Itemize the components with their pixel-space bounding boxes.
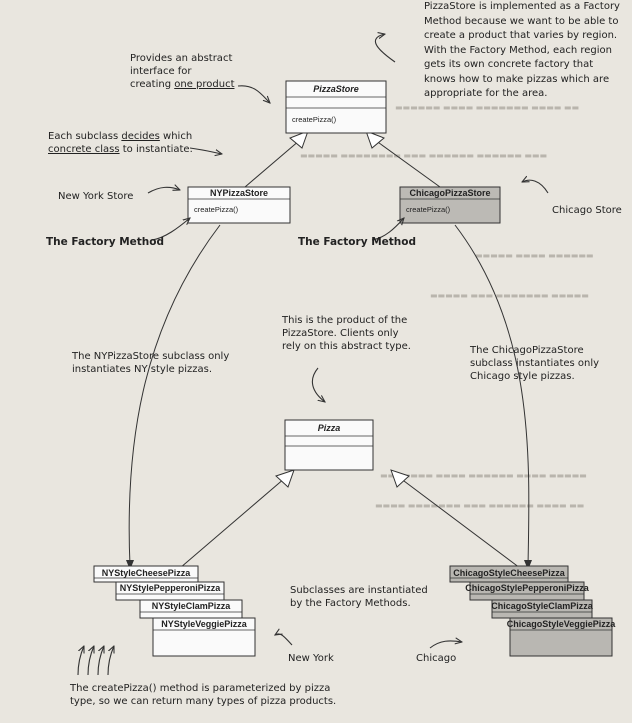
- pointer-arrow: [77, 646, 84, 676]
- background-text: ▬▬▬▬▬ ▬▬▬▬▬▬▬▬ ▬▬▬ ▬▬▬▬▬▬ ▬▬▬▬▬▬ ▬▬▬: [300, 151, 548, 160]
- ny-pizza-stack: NYStyleVeggiePizza NYStyleClamPizza NYSt…: [93, 565, 256, 657]
- inheritance-ny-pizzas: [179, 469, 295, 569]
- note-parameterized: The createPizza() method is parameterize…: [70, 683, 337, 707]
- class-name: NYStyleCheesePizza: [102, 568, 192, 578]
- class-nystyleclampizza[interactable]: NYStyleClamPizza: [139, 599, 243, 619]
- pointer-arrow: [87, 646, 94, 676]
- class-chicagopizzastore[interactable]: ChicagoPizzaStore createPizza(): [399, 186, 501, 224]
- note-ny-subclass: The NYPizzaStore subclass only instantia…: [72, 351, 230, 375]
- class-name: NYStyleClamPizza: [152, 601, 232, 611]
- note-factory-method-explanation: PizzaStore is implemented as a Factory M…: [424, 1, 620, 99]
- label-new-york-store: New York Store: [58, 191, 134, 202]
- pointer-arrow: [147, 187, 180, 194]
- ny-creates-curve: [128, 224, 221, 567]
- background-text: ▬▬▬▬▬ ▬▬▬▬ ▬▬▬▬▬▬: [475, 251, 594, 260]
- class-chicagostylepepperonipizza[interactable]: ChicagoStylePepperoniPizza: [465, 581, 590, 601]
- class-name: NYPizzaStore: [210, 188, 268, 198]
- class-method: createPizza(): [194, 205, 239, 214]
- pointer-arrow: [371, 218, 404, 241]
- pointer-arrow: [429, 641, 462, 649]
- class-nypizzastore[interactable]: NYPizzaStore createPizza(): [187, 186, 291, 224]
- pointer-arrow: [311, 367, 325, 402]
- label-new-york: New York: [288, 653, 334, 664]
- pointer-arrow: [522, 180, 549, 194]
- class-name: PizzaStore: [313, 84, 359, 94]
- class-name: ChicagoStylePepperoniPizza: [465, 583, 590, 593]
- pointer-arrow: [189, 147, 222, 154]
- background-text: ▬▬▬▬ ▬▬▬▬▬▬▬ ▬▬▬ ▬▬▬▬▬▬ ▬▬▬▬ ▬▬: [375, 501, 585, 510]
- chicago-creates-curve: [454, 224, 530, 567]
- class-pizzastore[interactable]: PizzaStore createPizza(): [285, 80, 387, 134]
- inheritance-chicago-store: [365, 130, 441, 188]
- pointer-arrow: [107, 646, 114, 676]
- class-chicagostylecheesepizza[interactable]: ChicagoStyleCheesePizza: [449, 565, 569, 583]
- pointer-arrow: [151, 218, 190, 241]
- class-name: Pizza: [318, 423, 341, 433]
- class-name: ChicagoStyleCheesePizza: [453, 568, 566, 578]
- class-method: createPizza(): [406, 205, 451, 214]
- label-chicago: Chicago: [416, 653, 457, 664]
- chicago-pizza-stack: ChicagoStyleVeggiePizza ChicagoStyleClam…: [449, 565, 617, 657]
- class-chicagostyleclampizza[interactable]: ChicagoStyleClamPizza: [491, 599, 594, 619]
- pointer-arrow: [374, 34, 396, 63]
- note-subclass-decides: Each subclass decides which concrete cla…: [48, 131, 193, 155]
- pointer-arrow: [275, 634, 293, 646]
- note-abstract-interface: Provides an abstract interface for creat…: [130, 53, 235, 90]
- class-name: ChicagoStyleVeggiePizza: [507, 619, 617, 629]
- background-text: ▬▬▬▬▬▬▬ ▬▬▬▬ ▬▬▬▬▬▬ ▬▬▬▬ ▬▬▬▬▬: [380, 471, 587, 480]
- note-subclasses-instantiated: Subclasses are instantiated by the Facto…: [290, 585, 428, 609]
- class-name: ChicagoStyleClamPizza: [491, 601, 594, 611]
- class-nystylecheesepizza[interactable]: NYStyleCheesePizza: [93, 565, 199, 583]
- label-chicago-store: Chicago Store: [552, 205, 622, 216]
- class-method: createPizza(): [292, 115, 337, 124]
- pointer-arrow: [97, 646, 104, 676]
- note-chicago-subclass: The ChicagoPizzaStore subclass instantia…: [470, 345, 600, 382]
- label-factory-method-left: The Factory Method: [46, 236, 164, 248]
- class-nystyleveggiepizza[interactable]: NYStyleVeggiePizza: [152, 617, 256, 657]
- background-text: ▬▬▬▬▬ ▬▬▬ ▬▬▬▬▬▬▬ ▬▬▬▬▬: [430, 291, 589, 300]
- inheritance-chicago-pizzas: [390, 469, 521, 569]
- class-name: ChicagoPizzaStore: [409, 188, 490, 198]
- note-product: This is the product of the PizzaStore. C…: [282, 315, 411, 352]
- inheritance-ny-store: [244, 130, 309, 188]
- class-pizza[interactable]: Pizza: [284, 419, 374, 471]
- class-name: NYStylePepperoniPizza: [120, 583, 222, 593]
- label-factory-method-right: The Factory Method: [298, 236, 416, 248]
- background-text: ▬▬▬▬▬▬ ▬▬▬▬ ▬▬▬▬▬▬▬ ▬▬▬▬ ▬▬: [395, 103, 580, 112]
- pointer-arrow: [237, 85, 270, 103]
- class-nystylepepperonipizza[interactable]: NYStylePepperoniPizza: [115, 581, 225, 601]
- class-name: NYStyleVeggiePizza: [161, 619, 248, 629]
- class-chicagostyleveggiepizza[interactable]: ChicagoStyleVeggiePizza: [507, 617, 617, 657]
